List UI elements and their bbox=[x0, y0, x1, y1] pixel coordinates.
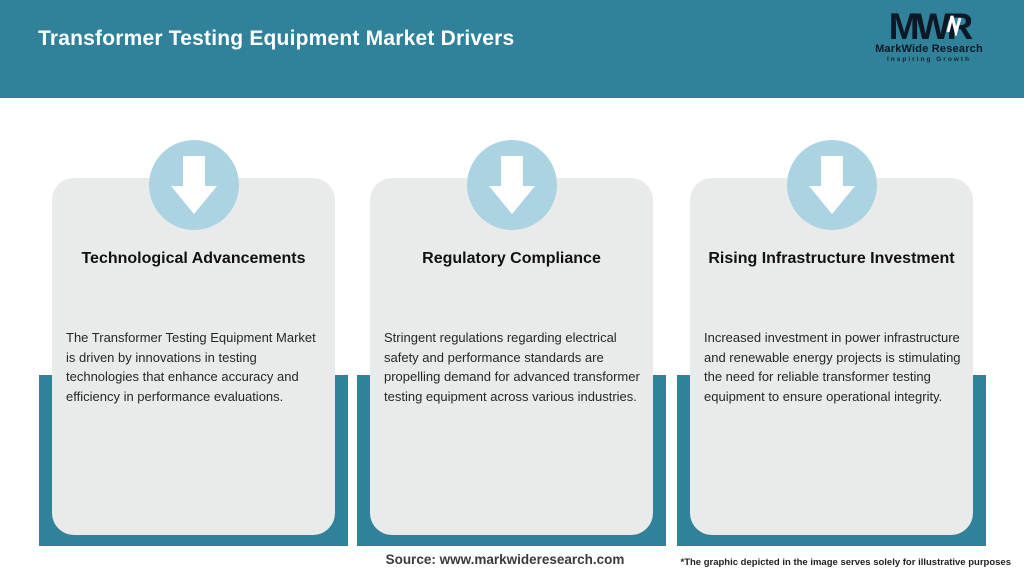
arrow-circle bbox=[786, 140, 877, 230]
arrow-down-icon bbox=[170, 156, 217, 214]
card-description: The Transformer Testing Equipment Market… bbox=[66, 330, 316, 404]
driver-card-group-1: Technological Advancements The Transform… bbox=[39, 140, 348, 548]
arrow-circle bbox=[466, 140, 557, 230]
driver-card-group-3: Rising Infrastructure Investment Increas… bbox=[677, 140, 986, 548]
driver-card: Technological Advancements The Transform… bbox=[52, 178, 335, 535]
logo-name: MarkWide Research bbox=[875, 43, 983, 55]
disclaimer-text: *The graphic depicted in the image serve… bbox=[680, 557, 1012, 568]
mwr-monogram: MWR bbox=[888, 6, 973, 47]
card-title: Rising Infrastructure Investment bbox=[708, 250, 955, 267]
driver-card-group-2: Regulatory Compliance Stringent regulati… bbox=[357, 140, 666, 548]
arrow-down-icon bbox=[488, 156, 535, 214]
header-bar: Transformer Testing Equipment Market Dri… bbox=[0, 0, 1024, 98]
logo-tagline: Inspiring Growth bbox=[887, 56, 971, 63]
card-title: Regulatory Compliance bbox=[422, 250, 601, 267]
arrow-down-icon bbox=[808, 156, 855, 214]
source-text: Source: www.markwideresearch.com bbox=[385, 552, 625, 567]
driver-card: Rising Infrastructure Investment Increas… bbox=[690, 178, 973, 535]
card-title: Technological Advancements bbox=[81, 250, 306, 267]
markwide-logo: MWR MarkWide Research Inspiring Growth bbox=[854, 8, 1004, 63]
logo-mark: MWR bbox=[888, 6, 973, 47]
driver-card: Regulatory Compliance Stringent regulati… bbox=[370, 178, 653, 535]
card-description: Stringent regulations regarding electric… bbox=[384, 330, 640, 404]
card-description: Increased investment in power infrastruc… bbox=[704, 330, 961, 404]
arrow-circle bbox=[148, 140, 239, 230]
page-title: Transformer Testing Equipment Market Dri… bbox=[38, 27, 515, 50]
